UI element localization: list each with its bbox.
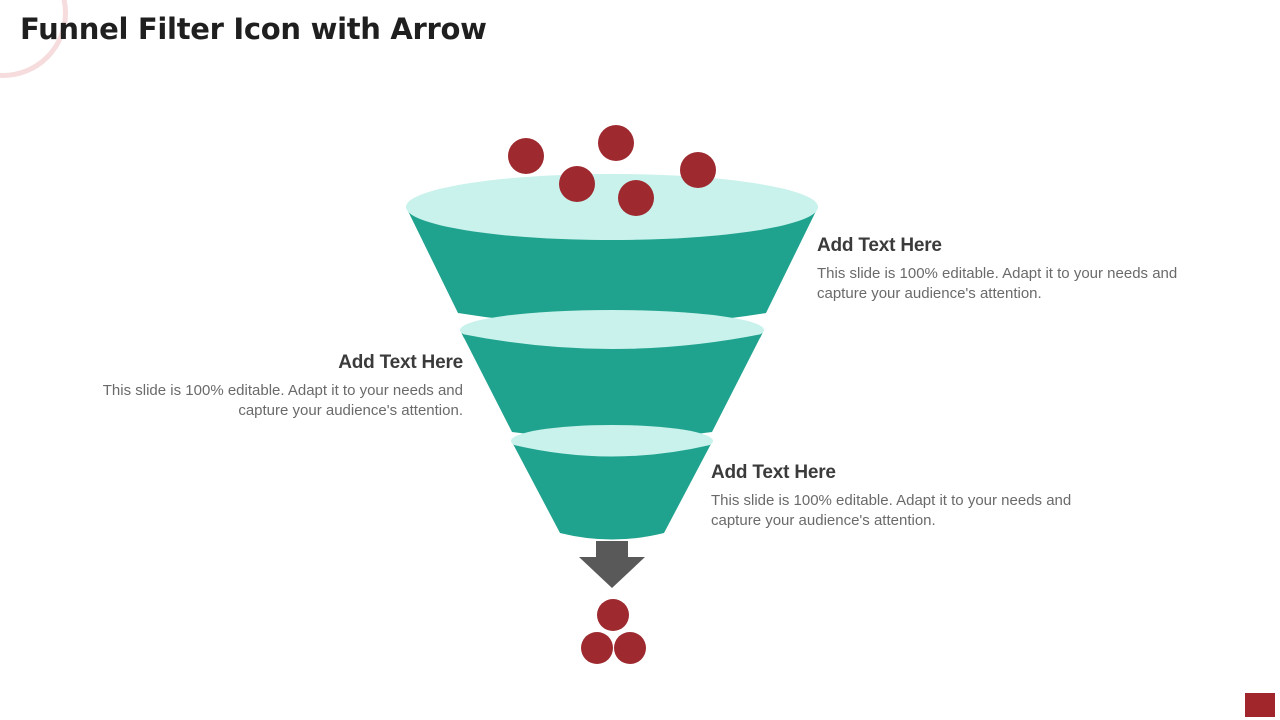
ball: [559, 166, 595, 202]
page-title: Funnel Filter Icon with Arrow: [20, 12, 487, 46]
text-block-body: This slide is 100% editable. Adapt it to…: [711, 492, 1072, 529]
funnel-middle-rim: [460, 310, 764, 350]
funnel-middle-section: [460, 330, 764, 439]
filtered-ball: [581, 632, 613, 664]
funnel-top-rim: [406, 174, 818, 240]
ball: [598, 125, 634, 161]
text-block-top: Add Text Here This slide is 100% editabl…: [817, 235, 1217, 303]
text-block-heading: Add Text Here: [817, 235, 942, 256]
funnel-middle-rim-lower: [462, 334, 762, 352]
text-block-heading: Add Text Here: [711, 462, 836, 483]
ball: [680, 152, 716, 188]
text-block-bottom: Add Text Here This slide is 100% editabl…: [711, 462, 1111, 530]
text-block-middle: Add Text Here This slide is 100% editabl…: [63, 352, 463, 420]
ball: [508, 138, 544, 174]
funnel-bottom-section: [512, 442, 712, 540]
text-block-body: This slide is 100% editable. Adapt it to…: [102, 382, 463, 419]
filtered-ball: [614, 632, 646, 664]
funnel-bottom-rim: [511, 425, 713, 457]
down-arrow-icon: [579, 541, 645, 588]
decorative-corner-square: [1245, 693, 1275, 717]
ball: [618, 180, 654, 216]
funnel-bottom-rim-lower: [514, 445, 710, 460]
text-block-body: This slide is 100% editable. Adapt it to…: [817, 265, 1178, 302]
funnel-top-section: [406, 207, 818, 326]
text-block-heading: Add Text Here: [338, 352, 463, 373]
filtered-ball: [597, 599, 629, 631]
